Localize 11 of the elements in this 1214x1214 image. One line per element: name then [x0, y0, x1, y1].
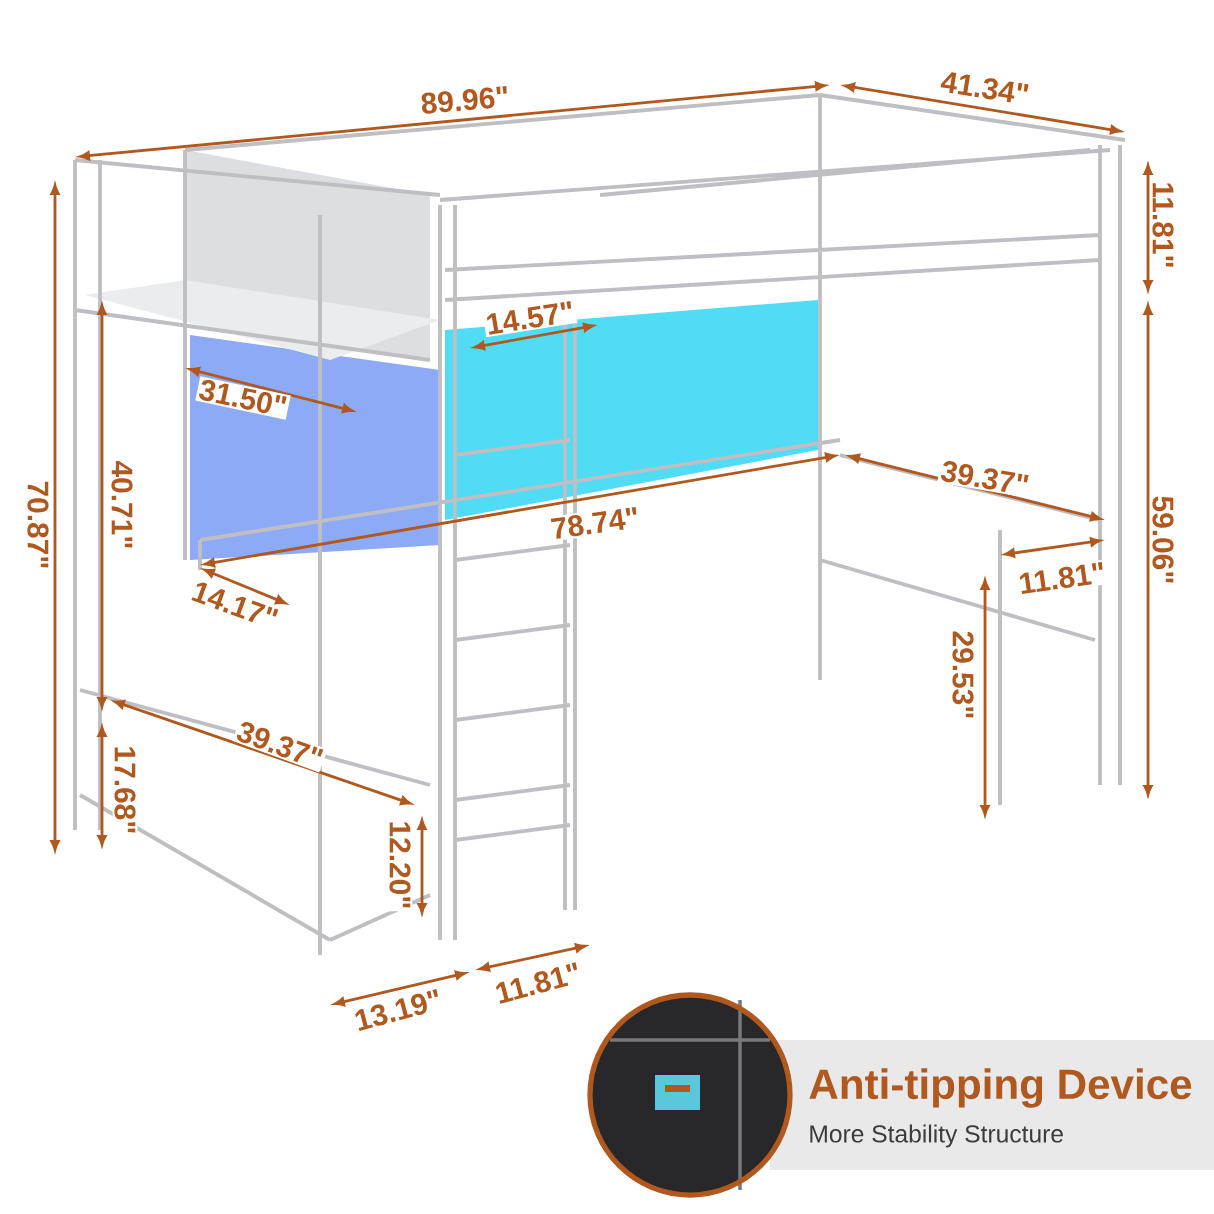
dimension-label: 59.06": [1150, 493, 1176, 587]
subheading: More Stability Structure: [810, 1124, 1063, 1148]
dimension-label: 11.81": [490, 959, 586, 1007]
dimension-label: 12.20": [387, 818, 413, 912]
dimension-label: 29.53": [950, 628, 976, 722]
dimension-label: 40.71": [109, 458, 135, 552]
dimension-label: 11.81": [1015, 559, 1109, 597]
heading: Anti-tipping Device: [809, 1068, 1192, 1108]
dimension-label: 11.81": [1150, 179, 1176, 271]
dimension-label: 14.17": [187, 577, 283, 633]
dimension-label: 70.87": [25, 478, 51, 572]
